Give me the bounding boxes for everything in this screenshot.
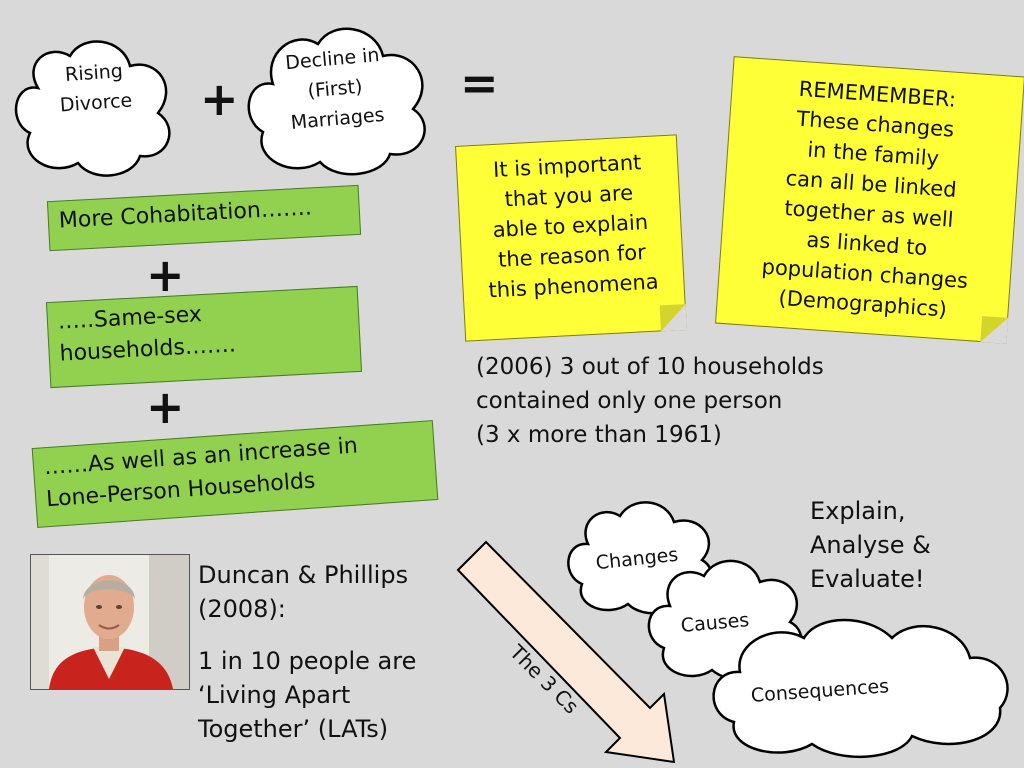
remember-note: REMEMEMBER: These changes in the family … — [715, 56, 1024, 344]
rising-divorce-cloud — [14, 40, 171, 177]
note-fold-corner — [659, 304, 687, 332]
stat-line1: (2006) 3 out of 10 households — [476, 354, 824, 380]
decline-marriages-label: Decline in (First) Marriages — [266, 39, 403, 140]
stat-line3: (3 x more than 1961) — [476, 422, 722, 448]
explain-line1: Explain, — [810, 497, 906, 525]
plus-sign-top: + — [200, 72, 239, 126]
lat-finding: 1 in 10 people are ‘Living Apart Togethe… — [198, 644, 416, 746]
rising-divorce-label: Rising Divorce — [38, 54, 152, 122]
duncan-phillips-citation: Duncan & Phillips (2008): — [198, 558, 408, 626]
plus-sign-middle: + — [146, 248, 185, 302]
citation-line1: Duncan & Phillips — [198, 561, 409, 589]
finding-line1: 1 in 10 people are — [198, 647, 417, 675]
plus-sign-lower: + — [146, 380, 185, 434]
finding-line2: ‘Living Apart — [198, 681, 351, 709]
note-fold-corner — [980, 316, 1009, 344]
explain-line2: Analyse & — [810, 531, 931, 559]
explain-line3: Evaluate! — [810, 565, 925, 593]
equals-sign: = — [460, 56, 499, 110]
three-cs-arrow — [456, 540, 676, 764]
cohabitation-label: More Cohabitation……. — [58, 195, 313, 234]
decline-marriages-cloud — [247, 27, 426, 176]
cohabitation-box: More Cohabitation……. — [46, 184, 362, 252]
lone-person-box: ……As well as an increase in Lone-Person … — [31, 420, 439, 528]
finding-line3: Together’ (LATs) — [198, 715, 389, 743]
household-statistic: (2006) 3 out of 10 households contained … — [476, 350, 824, 452]
person-portrait-image — [31, 555, 189, 689]
important-note: It is important that you are able to exp… — [455, 134, 687, 342]
same-sex-box: .….Same-sex households……. — [45, 285, 363, 389]
consequences-cloud — [712, 618, 1009, 759]
explain-analyse-evaluate: Explain, Analyse & Evaluate! — [810, 494, 931, 596]
citation-line2: (2008): — [198, 595, 286, 623]
stat-line2: contained only one person — [476, 388, 783, 414]
duncan-photo — [30, 554, 190, 690]
